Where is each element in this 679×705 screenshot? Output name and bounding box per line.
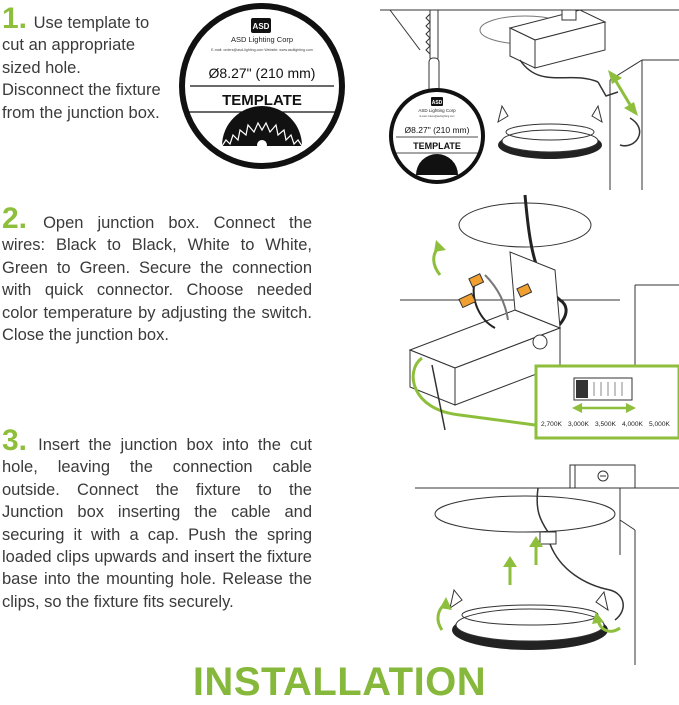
color-temp-5000: 5,000K bbox=[649, 421, 671, 428]
step-3: 3. Insert the junction box into the cut … bbox=[2, 426, 312, 613]
slide-arrow-icon bbox=[572, 403, 636, 413]
step-2-number: 2. bbox=[2, 202, 28, 235]
step-2-illustration: 2,700K 3,000K 3,500K 4,000K 5,000K bbox=[400, 194, 679, 440]
small-template-label: TEMPLATE bbox=[413, 141, 461, 151]
step-1-illustration bbox=[380, 9, 679, 190]
asd-logo-box bbox=[251, 18, 271, 33]
step-1-text: Use template to cut an appropriate sized… bbox=[2, 14, 161, 122]
small-template-company: ASD Lighting Corp bbox=[418, 108, 456, 113]
small-template-diameter: Ø8.27" (210 mm) bbox=[405, 125, 470, 135]
disconnect-arrow-icon bbox=[608, 70, 638, 116]
step-3-number: 3. bbox=[2, 424, 28, 457]
small-saw-blade-icon bbox=[416, 154, 458, 175]
ceiling-cut-hole bbox=[434, 495, 616, 533]
step-3-text: Insert the junction box into the cut hol… bbox=[2, 436, 312, 611]
step-3-illustration bbox=[415, 464, 679, 665]
color-temp-3500: 3,500K bbox=[595, 421, 617, 428]
lift-arrow-icon bbox=[432, 240, 446, 276]
step-1: 1. Use template to cut an appropriate si… bbox=[2, 4, 162, 124]
mounted-junction-box bbox=[569, 464, 636, 489]
junction-box bbox=[508, 9, 607, 69]
template-logo: ASD bbox=[253, 22, 270, 31]
color-temp-4000: 4,000K bbox=[622, 421, 644, 428]
template-disc: ASD ASD Lighting Corp E-mail: orders@asd… bbox=[179, 3, 345, 169]
color-temp-2700: 2,700K bbox=[541, 421, 563, 428]
step-2: 2. Open junction box. Connect the wires:… bbox=[2, 204, 312, 346]
step-2-text: Open junction box. Connect the wires: Bl… bbox=[2, 214, 312, 345]
template-diameter: Ø8.27" (210 mm) bbox=[209, 65, 316, 81]
template-footer-1: FOR PERFECTLY ROUND bbox=[239, 148, 285, 152]
template-contact: E-mail: orders@asd-lighting.com Website:… bbox=[211, 48, 313, 52]
fixture-disc bbox=[497, 104, 603, 159]
saw-icon bbox=[425, 9, 440, 94]
saw-blade-icon bbox=[221, 106, 303, 150]
push-up-arrow-icons bbox=[436, 536, 621, 633]
step-1-number: 1. bbox=[2, 2, 28, 35]
open-junction-box bbox=[408, 251, 562, 406]
template-label: TEMPLATE bbox=[222, 92, 302, 109]
installation-title: INSTALLATION bbox=[192, 660, 487, 704]
template-company: ASD Lighting Corp bbox=[231, 35, 293, 44]
cable-connector bbox=[539, 531, 557, 545]
installed-fixture bbox=[449, 588, 609, 650]
color-temp-3000: 3,000K bbox=[568, 421, 590, 428]
template-footer-2: CLEAN HOLE CUT bbox=[245, 153, 279, 157]
small-template-contact: E-mail: orders@asd-lighting.com bbox=[420, 115, 455, 118]
quick-connector-icon bbox=[458, 273, 533, 329]
callout-line bbox=[411, 356, 536, 427]
color-temperature-switch[interactable] bbox=[573, 377, 633, 401]
small-template-disc: ASD ASD Lighting Corp E-mail: orders@asd… bbox=[389, 88, 485, 184]
small-template-logo: ASD bbox=[432, 100, 443, 106]
